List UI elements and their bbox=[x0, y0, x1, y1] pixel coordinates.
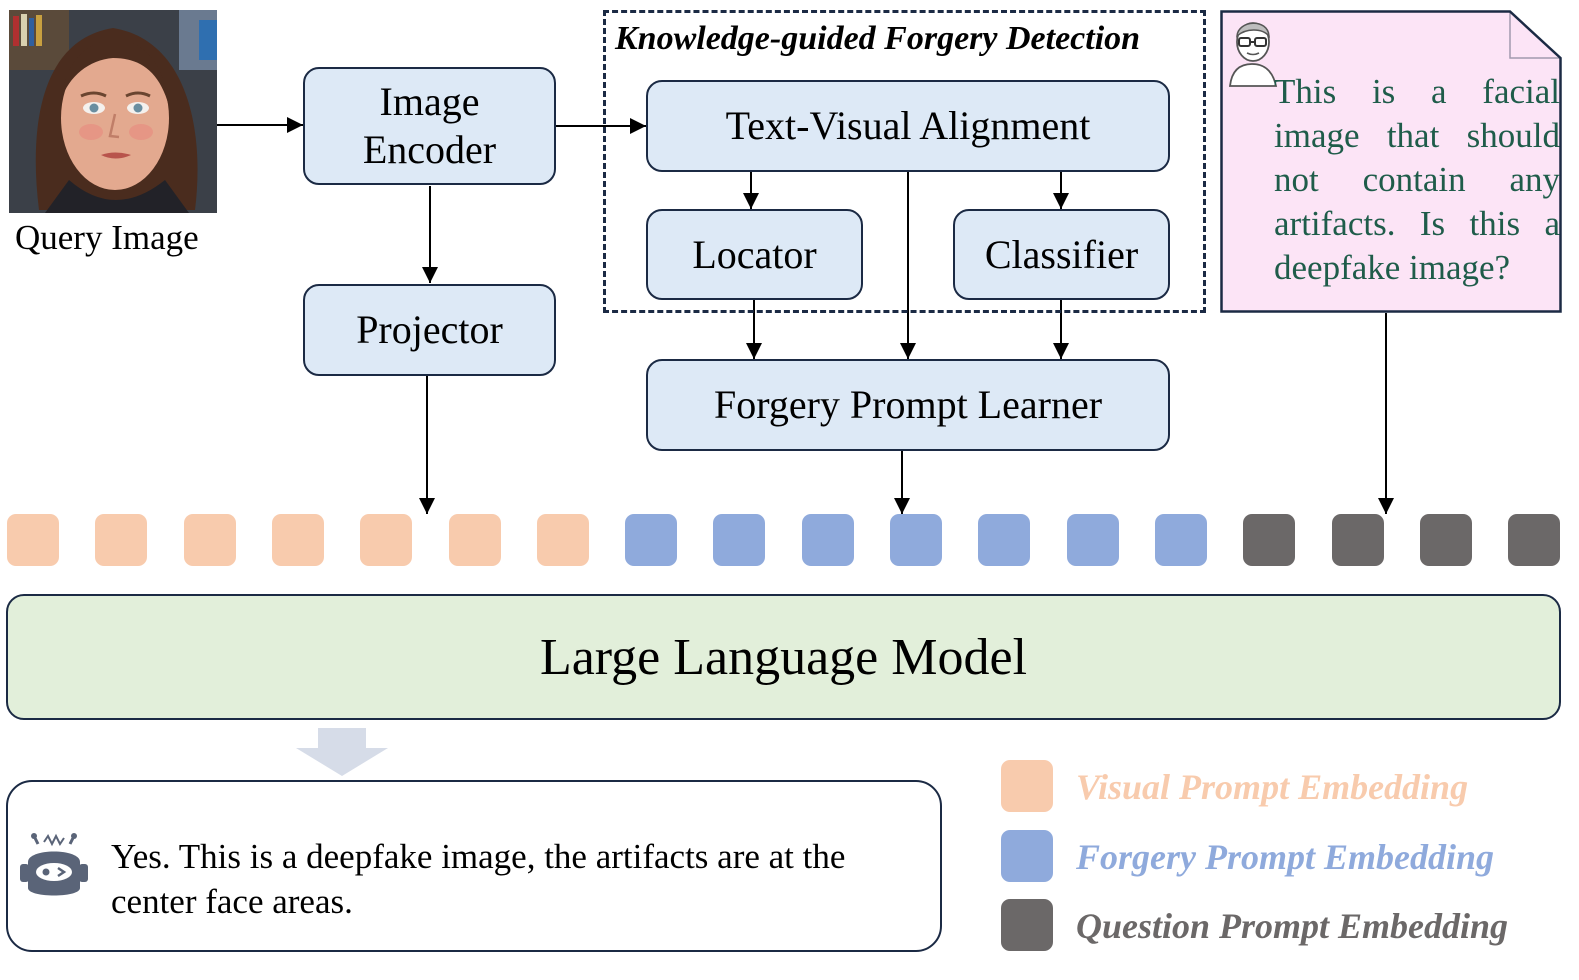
image-encoder-label-line2: Encoder bbox=[362, 127, 497, 172]
llm-output-arrow bbox=[296, 728, 388, 776]
classifier-node: Classifier bbox=[953, 209, 1170, 300]
query-image bbox=[9, 10, 217, 213]
visual-prompt-token bbox=[183, 514, 236, 566]
forgery-prompt-token bbox=[978, 514, 1031, 566]
legend-swatch-visual bbox=[1001, 760, 1053, 812]
user-icon bbox=[1228, 22, 1278, 87]
legend-swatch-forgery bbox=[1001, 830, 1053, 882]
large-language-model-node: Large Language Model bbox=[6, 594, 1561, 720]
forgery-prompt-token bbox=[625, 514, 678, 566]
visual-prompt-token bbox=[536, 514, 589, 566]
knowledge-guided-group-title: Knowledge-guided Forgery Detection bbox=[615, 20, 1141, 57]
robot-icon bbox=[20, 833, 88, 896]
forgery-prompt-token bbox=[801, 514, 854, 566]
visual-prompt-token bbox=[7, 514, 59, 566]
legend-label-question: Question Prompt Embedding bbox=[1076, 906, 1509, 946]
question-prompt-token bbox=[1331, 514, 1384, 566]
question-note: This is a facial image that should not c… bbox=[1220, 10, 1562, 313]
projector-node: Projector bbox=[303, 284, 556, 376]
knowledge-guided-group bbox=[603, 10, 1206, 313]
visual-prompt-token bbox=[271, 514, 324, 566]
forgery-prompt-token bbox=[1066, 514, 1119, 566]
image-encoder-node: Image Encoder bbox=[303, 67, 556, 185]
question-note-shape bbox=[1220, 10, 1562, 313]
forgery-prompt-token bbox=[713, 514, 766, 566]
forgery-prompt-token bbox=[890, 514, 942, 566]
question-prompt-token bbox=[1419, 514, 1472, 566]
token-row bbox=[0, 514, 1579, 566]
visual-prompt-token bbox=[95, 514, 148, 566]
legend-label-forgery: Forgery Prompt Embedding bbox=[1076, 837, 1495, 877]
locator-node: Locator bbox=[646, 209, 863, 300]
answer-box: Yes. This is a deepfake image, the artif… bbox=[6, 780, 942, 952]
image-encoder-label-line1: Image bbox=[379, 79, 480, 124]
visual-prompt-token bbox=[448, 514, 501, 566]
forgery-prompt-learner-node: Forgery Prompt Learner bbox=[646, 359, 1170, 451]
face-photo-illustration bbox=[9, 10, 217, 213]
forgery-prompt-token bbox=[1154, 514, 1207, 566]
question-prompt-token bbox=[1243, 514, 1296, 566]
question-text: This is a facial image that should not c… bbox=[1274, 72, 1560, 287]
visual-prompt-token bbox=[360, 514, 413, 566]
answer-text: Yes. This is a deepfake image, the artif… bbox=[111, 837, 846, 921]
query-image-caption: Query Image bbox=[15, 218, 199, 257]
question-prompt-token bbox=[1508, 514, 1561, 566]
text-visual-alignment-node: Text-Visual Alignment bbox=[646, 80, 1170, 172]
legend-swatch-question bbox=[1001, 899, 1053, 951]
legend-label-visual: Visual Prompt Embedding bbox=[1076, 767, 1469, 807]
